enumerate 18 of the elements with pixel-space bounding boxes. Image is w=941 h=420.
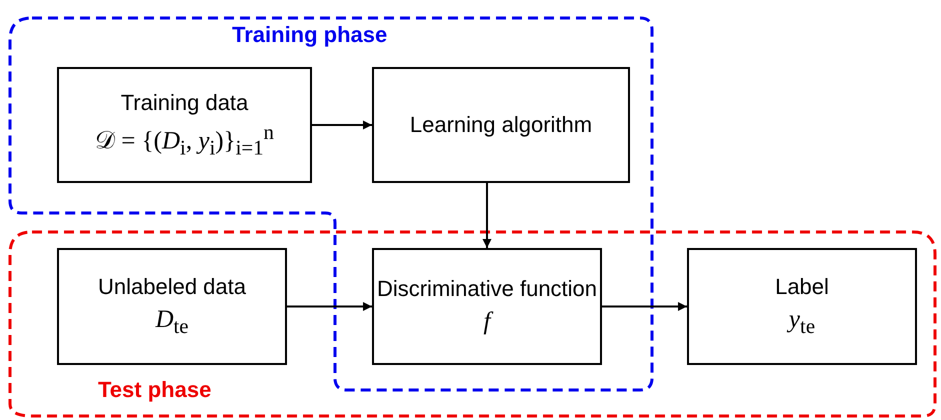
process-box — [57, 248, 287, 365]
arrow — [287, 302, 372, 311]
arrow — [602, 302, 687, 311]
arrow — [482, 183, 492, 248]
box-label: Unlabeled data — [98, 274, 246, 301]
box-label: Training data — [120, 90, 248, 116]
process-box — [372, 67, 630, 183]
process-box — [57, 67, 312, 183]
arrow — [312, 120, 372, 130]
math-expression: y$_{te}$ — [788, 304, 816, 339]
box-label: Label — [775, 274, 829, 301]
box-label: Discriminative function — [376, 276, 598, 303]
process-box — [687, 248, 917, 365]
box-label: Learning algorithm — [410, 112, 592, 138]
phase-title: Training phase — [232, 22, 388, 48]
process-box — [372, 248, 602, 365]
math-expression: D$_{te}$ — [155, 304, 189, 339]
phase-title: Test phase — [98, 377, 212, 403]
